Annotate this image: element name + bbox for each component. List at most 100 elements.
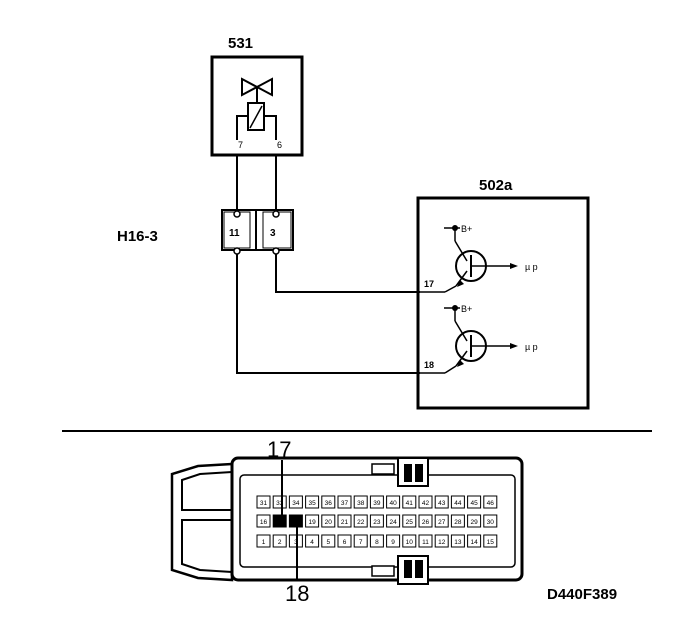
connector-pin xyxy=(288,534,303,548)
connector-pin-number: 4 xyxy=(310,539,314,546)
connector-pin xyxy=(256,534,271,548)
upper-signal-label: µ p xyxy=(525,262,538,272)
connector-pin xyxy=(305,534,320,548)
lower-supply-label: B+ xyxy=(461,304,472,314)
connector-pin-number: 28 xyxy=(454,519,462,526)
connector-pin xyxy=(418,495,433,509)
connector-pin xyxy=(402,514,417,528)
connector-pin-number: 46 xyxy=(487,500,495,507)
callout-17-label: 17 xyxy=(267,437,291,462)
connector-pin xyxy=(434,534,449,548)
connector-pin-highlighted xyxy=(288,514,303,528)
lower-driver-transistor: B+ µ p 18 xyxy=(420,304,538,374)
connector-pin-3-label: 3 xyxy=(270,228,276,239)
control-unit-pin-17-label: 17 xyxy=(424,279,434,289)
connector-pin xyxy=(321,534,336,548)
connector-pin xyxy=(418,514,433,528)
inline-connector: H16-3 11 3 xyxy=(117,209,294,255)
figure-code-label: D440F389 xyxy=(547,586,617,603)
connector-pin-number: 12 xyxy=(438,539,446,546)
connector-pin-11-label: 11 xyxy=(229,228,240,239)
connector-latch xyxy=(170,462,234,582)
connector-pin-number: 19 xyxy=(308,519,316,526)
connector-pin xyxy=(434,514,449,528)
connector-pin-number: 10 xyxy=(406,539,414,546)
connector-pin-number: 2 xyxy=(278,539,282,546)
connector-pin xyxy=(321,495,336,509)
connector-pin xyxy=(369,514,384,528)
connector-body xyxy=(230,456,524,582)
connector-pin xyxy=(305,495,320,509)
connector-pin-number: 27 xyxy=(438,519,446,526)
connector-pin-number: 7 xyxy=(359,539,363,546)
bottom-clip xyxy=(397,555,429,585)
connector-pin xyxy=(369,534,384,548)
connector-pin xyxy=(483,534,498,548)
connector-pin-number: 39 xyxy=(373,500,381,507)
connector-pin xyxy=(467,534,482,548)
connector-pin xyxy=(337,514,352,528)
connector-pin-number: 35 xyxy=(308,500,316,507)
valve-id-label: 531 xyxy=(228,35,253,52)
connector-pin xyxy=(467,495,482,509)
connector-pin-number: 24 xyxy=(389,519,397,526)
connector-pin xyxy=(256,514,271,528)
connector-pin-number: 9 xyxy=(391,539,395,546)
connector-pin xyxy=(337,534,352,548)
connector-id-label: H16-3 xyxy=(117,228,158,245)
connector-pin-number: 16 xyxy=(260,519,268,526)
connector-pin-number: 44 xyxy=(454,500,462,507)
connector-pin xyxy=(321,514,336,528)
connector-pin-number: 5 xyxy=(326,539,330,546)
connector-pin-number: 37 xyxy=(341,500,349,507)
connector-pin xyxy=(288,495,303,509)
top-lock-tab xyxy=(371,463,395,475)
connector-pin xyxy=(402,534,417,548)
connector-pin xyxy=(450,534,465,548)
control-unit-id-label: 502a xyxy=(479,177,513,194)
connector-pin-highlighted xyxy=(272,514,287,528)
callout-18-label: 18 xyxy=(285,581,309,606)
bottom-lock-tab xyxy=(371,565,395,577)
connector-pin-number: 21 xyxy=(341,519,349,526)
connector-pin xyxy=(386,534,401,548)
connector-pin-number: 6 xyxy=(343,539,347,546)
control-unit: 502a B+ µ p 17 xyxy=(416,177,590,410)
connector-pin-number: 14 xyxy=(470,539,478,546)
connector-pin-number: 42 xyxy=(422,500,430,507)
connector-pin xyxy=(450,514,465,528)
upper-driver-transistor: B+ µ p 17 xyxy=(420,224,538,293)
connector-pin-number: 45 xyxy=(470,500,478,507)
connector-pin-number: 43 xyxy=(438,500,446,507)
connector-pin xyxy=(353,534,368,548)
connector-pin-number: 30 xyxy=(487,519,495,526)
connector-pin xyxy=(418,534,433,548)
connector-pin xyxy=(256,495,271,509)
connector-pin xyxy=(337,495,352,509)
connector-pin-number: 20 xyxy=(325,519,333,526)
connector-pin-number: 29 xyxy=(470,519,478,526)
connector-pin-number: 15 xyxy=(487,539,495,546)
connector-pin xyxy=(483,514,498,528)
connector-pin-number: 25 xyxy=(406,519,414,526)
connector-pin xyxy=(467,514,482,528)
connector-pin xyxy=(483,495,498,509)
connector-pin-number: 1 xyxy=(262,539,266,546)
lower-signal-label: µ p xyxy=(525,342,538,352)
valve-pin-6-label: 6 xyxy=(277,140,282,150)
connector-pin xyxy=(353,495,368,509)
upper-supply-label: B+ xyxy=(461,224,472,234)
connector-pin xyxy=(434,495,449,509)
connector-pin-number: 8 xyxy=(375,539,379,546)
valve-box xyxy=(210,55,304,157)
top-clip xyxy=(397,457,429,487)
connector-pin-number: 23 xyxy=(373,519,381,526)
valve-symbol-icon xyxy=(241,77,273,97)
connector-pin xyxy=(353,514,368,528)
wire-to-pin-18 xyxy=(236,254,420,374)
connector-pin xyxy=(369,495,384,509)
connector-pin xyxy=(386,514,401,528)
